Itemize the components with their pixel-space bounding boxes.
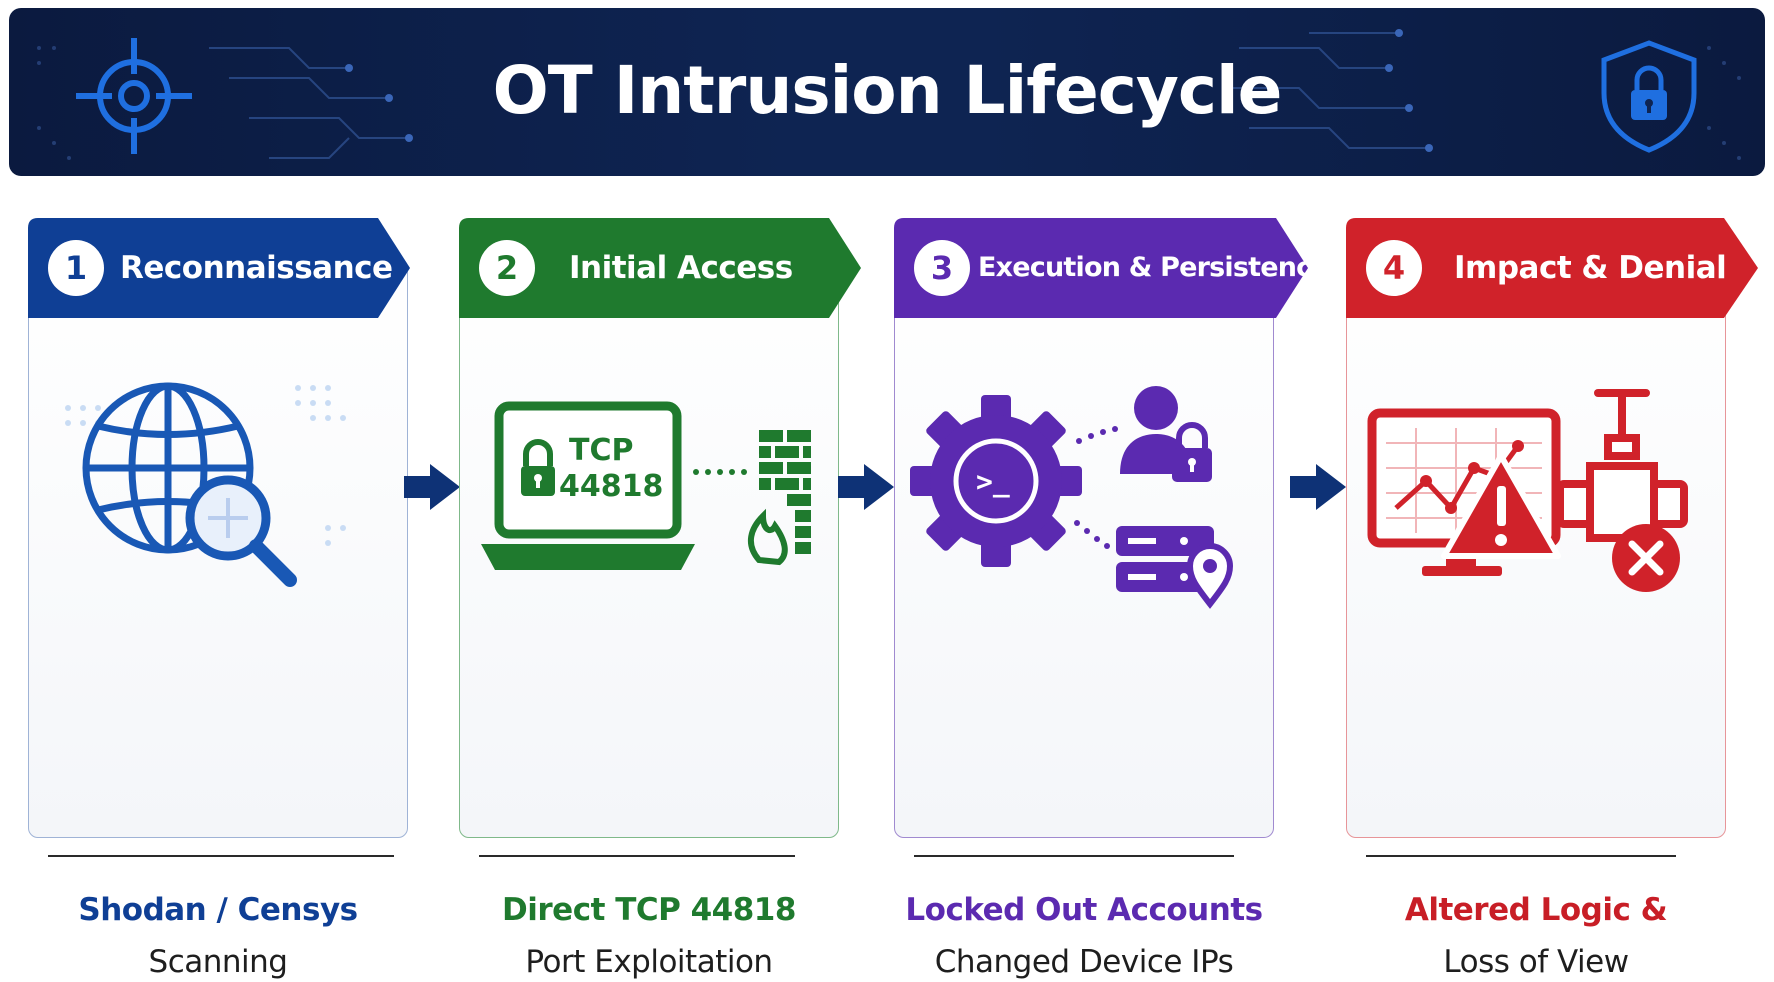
title-banner: OT Intrusion Lifecycle	[9, 8, 1765, 176]
divider	[914, 855, 1234, 857]
monitor-chart-icon	[1367, 408, 1561, 576]
stage-header-chevron	[28, 218, 410, 318]
stage-title: Initial Access	[569, 250, 793, 286]
screen-text-tcp: TCP	[569, 433, 633, 468]
stage-number: 3	[914, 240, 970, 296]
stage-reconnaissance: 1 Reconnaissance	[28, 218, 410, 980]
stage-header: 3 Execution & Persistence	[894, 218, 1330, 318]
stage-execution-persistence: 3 Execution & Persistence >_	[894, 218, 1330, 980]
stage-primary-text: Direct TCP 44818	[502, 892, 796, 928]
gear-terminal-user-server-icon: >_	[894, 348, 1274, 688]
page-title: OT Intrusion Lifecycle	[492, 52, 1283, 129]
stage-header-chevron	[459, 218, 861, 318]
stage-impact-denial: 4 Impact & Denial	[1346, 218, 1758, 980]
valve-icon	[1556, 389, 1688, 542]
locked-user-icon	[1120, 386, 1212, 482]
stage-secondary-text: Changed Device IPs	[934, 944, 1234, 980]
stage-header: 2 Initial Access	[459, 218, 861, 318]
stage-number: 4	[1366, 240, 1422, 296]
screen-text-port: 44818	[559, 469, 663, 504]
stage-title: Impact & Denial	[1454, 250, 1727, 286]
stage-secondary-text: Scanning	[148, 944, 288, 980]
stage-header-chevron	[1346, 218, 1758, 318]
stage-number: 1	[48, 240, 104, 296]
flow-arrow-icon	[1290, 464, 1346, 510]
divider	[479, 855, 795, 857]
stage-number: 2	[479, 240, 535, 296]
stage-title: Execution & Persistence	[978, 252, 1330, 283]
divider	[48, 855, 394, 857]
stage-secondary-text: Loss of View	[1443, 944, 1629, 980]
flow-arrow-icon	[838, 464, 894, 510]
circuit-pattern	[37, 29, 1741, 160]
monitor-warning-valve-icon	[1346, 348, 1726, 688]
stage-initial-access: 2 Initial Access TCP 44818	[459, 218, 861, 980]
laptop-lock-firewall-icon: TCP 44818	[459, 348, 839, 688]
globe-search-icon	[28, 348, 408, 688]
stage-primary-text: Shodan / Censys	[78, 892, 358, 928]
shield-lock-icon	[1601, 40, 1697, 153]
stage-secondary-text: Port Exploitation	[525, 944, 773, 980]
stage-header-chevron	[894, 218, 1308, 318]
flow-arrow-icon	[404, 464, 460, 510]
crosshair-icon	[76, 38, 192, 154]
stage-header: 4 Impact & Denial	[1346, 218, 1758, 318]
divider	[1366, 855, 1676, 857]
terminal-prompt: >_	[976, 465, 1010, 498]
stage-primary-text: Altered Logic &	[1404, 892, 1668, 928]
stage-header: 1 Reconnaissance	[28, 218, 410, 318]
stage-primary-text: Locked Out Accounts	[905, 892, 1263, 928]
stage-title: Reconnaissance	[120, 250, 393, 286]
server-location-icon	[1116, 526, 1234, 609]
